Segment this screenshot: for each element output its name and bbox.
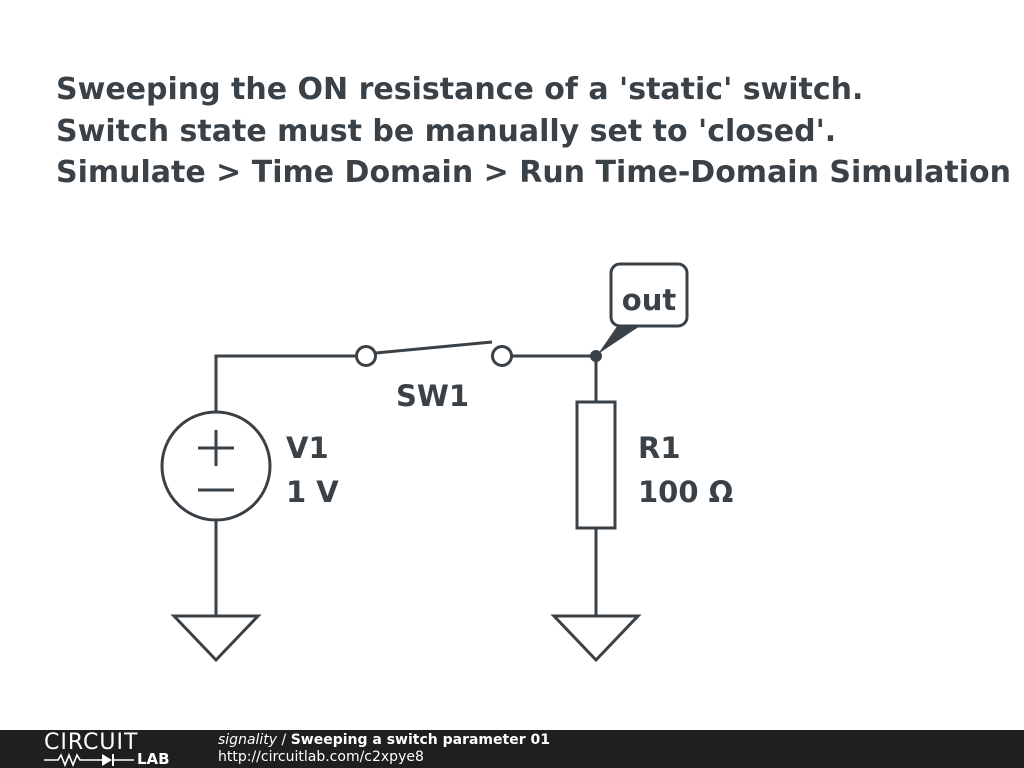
source-name-label: V1 xyxy=(286,431,329,465)
ground-symbol-right xyxy=(550,614,642,663)
note-line-3: Simulate > Time Domain > Run Time-Domain… xyxy=(56,155,1012,190)
circuit-diagram: SW1 V1 1 V R1 100 Ω out xyxy=(160,262,733,663)
circuit-url[interactable]: http://circuitlab.com/c2xpye8 xyxy=(218,749,424,765)
switch-blade xyxy=(375,340,493,355)
note-line-1: Sweeping the ON resistance of a 'static'… xyxy=(56,72,864,107)
switch-name-label: SW1 xyxy=(396,379,469,413)
author-name[interactable]: signality xyxy=(218,732,278,748)
voltage-source-v1[interactable] xyxy=(160,410,272,522)
resistor-name-label: R1 xyxy=(638,431,681,465)
logo-wordmark-bottom: LAB xyxy=(137,750,170,768)
ground-symbol-left xyxy=(170,614,262,663)
note-line-2: Switch state must be manually set to 'cl… xyxy=(56,114,837,149)
footer-bar: CIRCUIT LAB signality / Sweeping a switc… xyxy=(0,730,1024,768)
probe-pointer xyxy=(598,322,646,354)
circuit-title: Sweeping a switch parameter 01 xyxy=(290,732,550,748)
wire-source-to-switch xyxy=(214,354,357,412)
resistor-value-label: 100 Ω xyxy=(638,475,733,509)
probe-out[interactable]: out xyxy=(598,262,689,354)
circuitlab-logo[interactable]: CIRCUIT LAB xyxy=(44,730,176,768)
logo-resistor-diode-icon xyxy=(44,753,134,767)
probe-label: out xyxy=(622,283,677,317)
footer-title-line: signality / Sweeping a switch parameter … xyxy=(218,732,550,749)
resistor-r1[interactable] xyxy=(575,400,617,530)
title-separator: / xyxy=(277,732,291,748)
footer-info: signality / Sweeping a switch parameter … xyxy=(218,732,550,766)
switch-terminal-right xyxy=(491,345,513,367)
source-value-label: 1 V xyxy=(286,475,339,509)
switch-terminal-left xyxy=(355,345,377,367)
logo-wordmark-top: CIRCUIT xyxy=(44,730,139,755)
switch-sw1[interactable] xyxy=(355,340,513,367)
probe-box xyxy=(609,262,689,328)
